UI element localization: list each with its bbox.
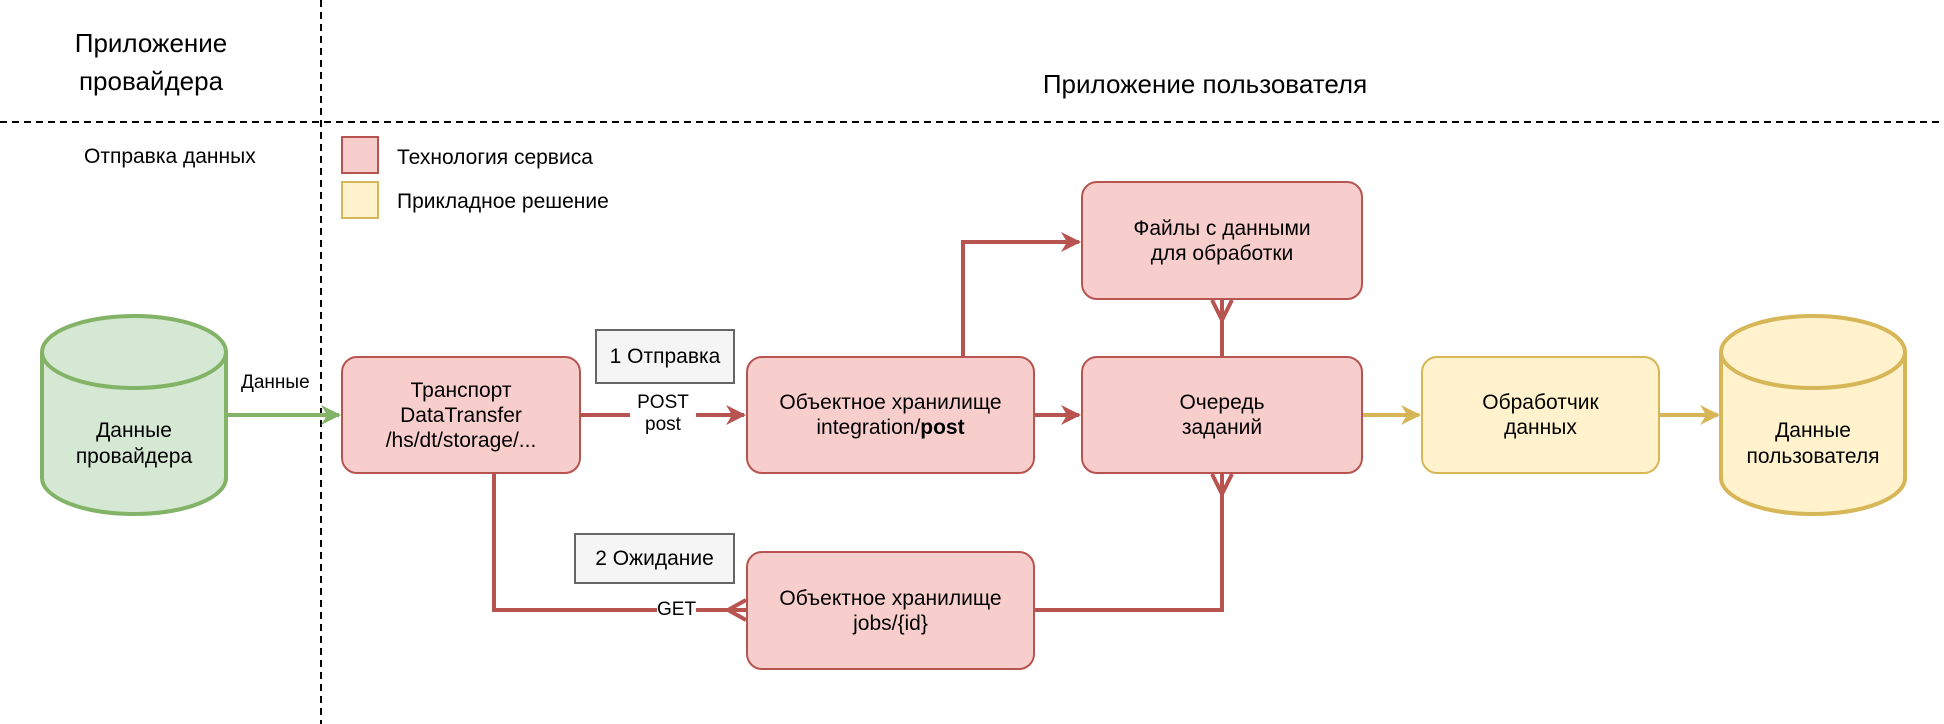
- legend-swatch-service: [341, 136, 379, 174]
- text-segment-bold: post: [920, 416, 965, 439]
- text-line: Объектное хранилище: [779, 586, 1002, 610]
- edge-label-get: GET: [657, 599, 697, 621]
- crowfoot-queue: [1210, 473, 1234, 499]
- provider-data-cylinder: [40, 314, 228, 516]
- user-data-label: Данные пользователя: [1721, 418, 1905, 470]
- provider-app-title-line: Приложение: [74, 28, 228, 58]
- step2-box: 2 Ожидание: [574, 533, 735, 584]
- legend-swatch-applied: [341, 181, 379, 219]
- edge-post-to-files: [961, 232, 1081, 356]
- text-line: Обработчик: [1482, 391, 1599, 414]
- text-line: для обработки: [1150, 241, 1294, 265]
- text-line: пользователя: [1746, 445, 1880, 468]
- step1-box: 1 Отправка: [595, 329, 735, 384]
- user-app-title: Приложение пользователя: [1042, 69, 1368, 99]
- provider-app-title: Приложение провайдера: [20, 24, 282, 100]
- queue-node[interactable]: Очередь заданий: [1081, 356, 1363, 474]
- text-line: Данные: [96, 419, 172, 442]
- text-line: провайдера: [75, 445, 193, 468]
- edge-label-post: POST post: [630, 392, 696, 436]
- storage-jobs-node[interactable]: Объектное хранилище jobs/{id}: [746, 551, 1035, 670]
- text-line: Файлы с данными: [1133, 216, 1311, 240]
- files-node[interactable]: Файлы с данными для обработки: [1081, 181, 1363, 300]
- provider-data-label: Данные провайдера: [42, 418, 226, 470]
- text-line: post: [645, 414, 681, 435]
- text-line: jobs/{id}: [853, 611, 928, 635]
- edge-label-data: Данные: [241, 372, 310, 393]
- provider-app-title-line: провайдера: [78, 66, 224, 96]
- text-line: POST: [637, 392, 689, 413]
- text-line: Объектное хранилище: [779, 391, 1002, 414]
- text-line: integration/post: [816, 415, 964, 440]
- transport-node[interactable]: Транспорт DataTransfer /hs/dt/storage/..…: [341, 356, 581, 474]
- legend-label-applied: Прикладное решение: [397, 190, 609, 213]
- storage-post-node[interactable]: Объектное хранилище integration/post: [746, 356, 1035, 474]
- legend-label-service: Технология сервиса: [397, 146, 593, 169]
- text-segment: integration/: [816, 416, 921, 439]
- text-line: Транспорт: [410, 378, 512, 402]
- text-line: данных: [1504, 416, 1577, 439]
- edge-jobs-queue: [1035, 474, 1224, 612]
- text-line: DataTransfer: [400, 403, 522, 427]
- crowfoot-files: [1210, 299, 1234, 325]
- text-line: Данные: [1775, 419, 1851, 442]
- user-data-cylinder: [1719, 314, 1907, 516]
- text-line: Очередь: [1179, 391, 1265, 414]
- text-line: /hs/dt/storage/...: [385, 428, 537, 452]
- text-line: заданий: [1181, 416, 1263, 439]
- crowfoot-jobs: [723, 598, 747, 622]
- send-data-label: Отправка данных: [84, 145, 256, 168]
- handler-node[interactable]: Обработчик данных: [1421, 356, 1660, 474]
